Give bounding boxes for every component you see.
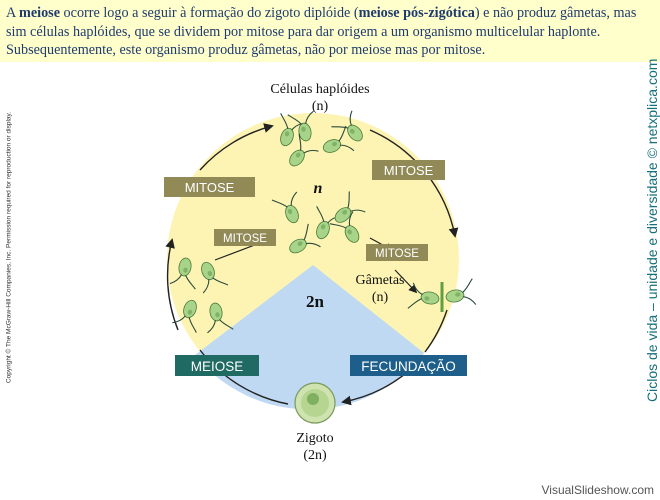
mitose-inner-label: MITOSE — [223, 233, 267, 245]
arc-right-bottom — [424, 309, 448, 353]
arc-left-top — [199, 123, 274, 171]
mitose-right-label: MITOSE — [384, 163, 434, 178]
label-celulas-haploides: Células haplóides — [270, 82, 369, 97]
label-diploid-2n: 2n — [306, 292, 325, 311]
mitose-small-label: MITOSE — [375, 248, 419, 260]
intro-part-1: A — [6, 5, 20, 21]
label-gametas: Gâmetas — [356, 273, 405, 288]
footer-watermark: VisualSlideshow.com — [541, 483, 654, 497]
label-2n-num: 2n — [306, 292, 325, 311]
mitose-inner-box: MITOSE — [214, 229, 276, 246]
label-haploid-n: n — [314, 180, 323, 197]
label-gametas-n: (n) — [372, 290, 389, 305]
mitose-right-box: MITOSE — [372, 160, 445, 180]
fecundacao-box: FECUNDAÇÃO — [350, 355, 467, 376]
fecundacao-label: FECUNDAÇÃO — [361, 359, 456, 374]
mitose-left-box: MITOSE — [164, 177, 255, 197]
gamete-fusion — [407, 278, 478, 314]
intro-meiose-pos-zigotica: meiose pós-zigótica — [358, 5, 475, 21]
intro-meiose: meiose — [19, 5, 60, 21]
arc-left — [165, 238, 179, 331]
mitose-left-label: MITOSE — [185, 180, 235, 195]
zygote-cell — [294, 382, 336, 424]
intro-text: A meiose ocorre logo a seguir à formação… — [0, 0, 660, 62]
label-zigoto-2n: (2n) — [303, 448, 327, 463]
intro-part-3: ) e não produz gâmetas, mas sim células … — [6, 5, 637, 58]
mitose-small-box: MITOSE — [366, 244, 428, 261]
label-celulas-n: (n) — [312, 99, 329, 114]
meiose-box: MEIOSE — [175, 355, 259, 376]
label-zigoto: Zigoto — [296, 431, 333, 446]
arrow-to-fusion — [394, 269, 418, 294]
intro-part-2: ocorre logo a seguir à formação do zigot… — [60, 5, 359, 21]
meiose-label: MEIOSE — [191, 359, 244, 374]
